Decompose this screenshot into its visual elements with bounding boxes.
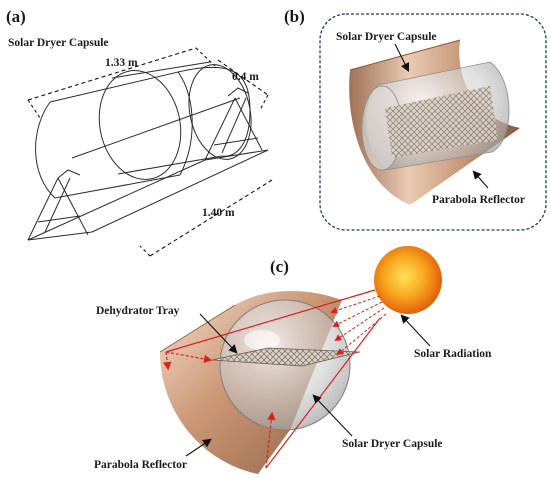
panel-b-capsule-label: Solar Dryer Capsule	[336, 31, 437, 43]
panel-c-tag: (c)	[270, 257, 289, 276]
panel-b: (b) Solar Dryer Capsule Parabola Reflect…	[284, 7, 547, 231]
length-dimension-label: 1.33 m	[105, 57, 138, 69]
dimension-lines	[27, 47, 273, 257]
panel-a: (a) Solar Dryer Capsule 1.33 m 0.4 m 1.4…	[6, 7, 273, 257]
solar-radiation-label: Solar Radiation	[414, 348, 492, 360]
panel-c-capsule-label: Solar Dryer Capsule	[342, 438, 443, 450]
panel-c-reflector-arrow	[185, 438, 212, 457]
panel-a-tag: (a)	[6, 7, 26, 26]
capsule-line-drawing	[27, 61, 269, 241]
sun-icon	[374, 246, 442, 314]
dehydrator-tray-label: Dehydrator Tray	[96, 305, 180, 317]
dehydrator-tray-arrow	[199, 313, 238, 354]
panel-b-reflector-label: Parabola Reflector	[432, 194, 525, 206]
panel-c-reflector-label: Parabola Reflector	[94, 459, 187, 471]
panel-a-capsule-label: Solar Dryer Capsule	[8, 37, 109, 49]
panel-b-reflector-arrow	[472, 170, 489, 189]
dehydrator-tray	[211, 347, 361, 367]
panel-b-tag: (b)	[284, 7, 305, 26]
panel-b-capsule-arrow	[394, 43, 409, 72]
solar-radiation-arrow	[400, 314, 431, 347]
panel-b-frame	[319, 13, 547, 231]
panel-b-capsule	[361, 61, 510, 171]
reflected-rays	[163, 289, 381, 469]
panel-c: (c) Dehydrator Tray Solar Radiation	[94, 246, 492, 474]
panel-c-capsule-arrow	[312, 394, 353, 437]
